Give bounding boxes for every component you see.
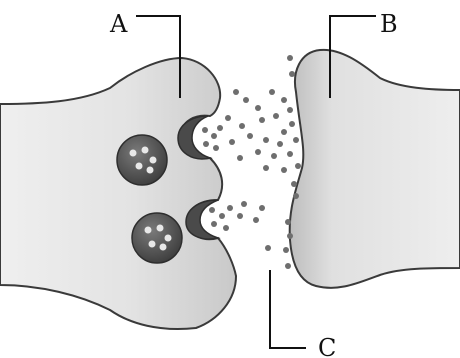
synaptic-vesicle-upper — [117, 135, 167, 185]
label-a: A — [109, 10, 128, 38]
label-c-leader — [270, 270, 306, 348]
label-c: C — [318, 334, 336, 358]
postsynaptic-terminal — [290, 50, 460, 288]
presynaptic-terminal — [0, 58, 236, 329]
label-b: B — [380, 10, 398, 38]
synaptic-vesicle-lower — [132, 213, 182, 263]
